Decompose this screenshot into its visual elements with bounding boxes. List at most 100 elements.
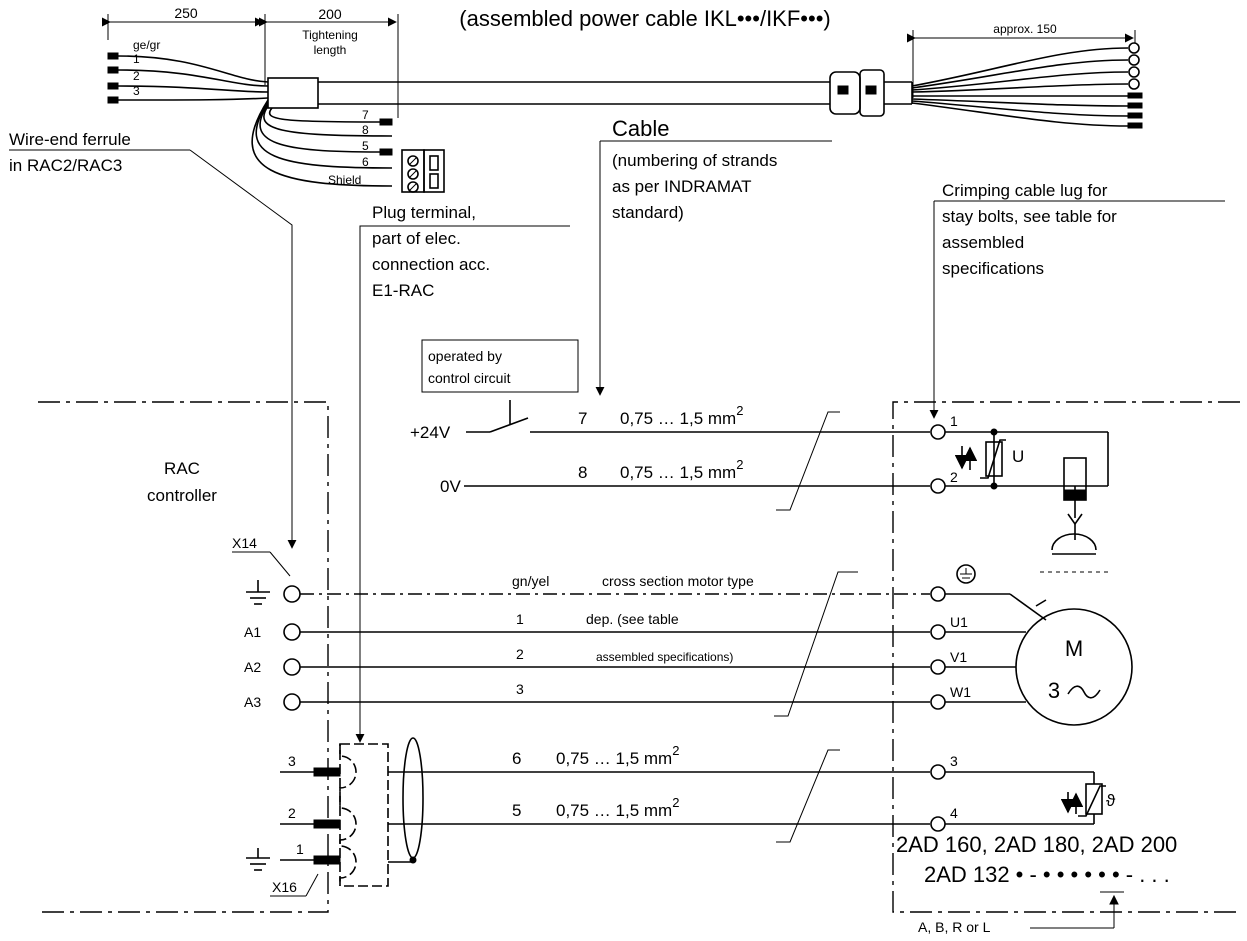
terminal-a1-label: A1 xyxy=(244,624,261,640)
terminal-w1 xyxy=(930,694,946,710)
strand-shield-label: Shield xyxy=(328,173,361,187)
variant-label: A, B, R or L xyxy=(918,919,991,935)
terminal-u1-label: U1 xyxy=(950,614,968,630)
x16-pin-3-label: 3 xyxy=(288,753,296,769)
terminal-4-label: 4 xyxy=(950,805,958,821)
controller-name-line2: controller xyxy=(147,486,217,505)
rac-controller: RAC controller X14 A1 A2 A3 3 2 1 xyxy=(38,401,389,913)
x16-label: X16 xyxy=(272,879,297,895)
tightening-label: Tightening xyxy=(302,28,358,42)
terminal-pe xyxy=(283,585,301,603)
cable-label-line3: as per INDRAMAT xyxy=(612,177,752,196)
strand-8-label: 8 xyxy=(362,123,369,137)
cable-label-line4: standard) xyxy=(612,203,684,222)
terminal-a1 xyxy=(283,623,301,641)
lower-strands: 7 8 5 6 Shield xyxy=(251,99,393,187)
wire-3-label: 3 xyxy=(516,681,524,697)
annotations: Wire-end ferrule in RAC2/RAC3 Cable (num… xyxy=(9,116,1225,743)
ferrule-label-line2: in RAC2/RAC3 xyxy=(9,156,122,175)
thermistor-label: ϑ xyxy=(1106,791,1116,810)
tightening-length-label: length xyxy=(314,43,347,57)
strand-5-label: 5 xyxy=(362,139,369,153)
right-strands xyxy=(911,42,1143,129)
wire-1-label: 1 xyxy=(516,611,524,627)
dimension-200: 200 xyxy=(318,6,342,22)
x16-pin-1-label: 1 xyxy=(296,841,304,857)
wire-2-label: 2 xyxy=(516,646,524,662)
wire-gnyel-label: gn/yel xyxy=(512,573,549,589)
wire-6-spec: 0,75 … 1,5 mm2 xyxy=(556,743,679,768)
x16-pin-2-label: 2 xyxy=(288,805,296,821)
strand-3-label: 3 xyxy=(133,84,140,98)
x14-label: X14 xyxy=(232,535,257,551)
dimension-250: 250 xyxy=(174,5,198,21)
cable-label-line1: Cable xyxy=(612,116,669,141)
plug-label-line1: Plug terminal, xyxy=(372,203,476,222)
wire-7-spec: 0,75 … 1,5 mm2 xyxy=(620,403,743,428)
motor-icon: M 3 xyxy=(1015,608,1133,726)
strand-7-label: 7 xyxy=(362,108,369,122)
diagram-title: (assembled power cable IKL•••/IKF•••) xyxy=(459,6,830,31)
motor-three-label: 3 xyxy=(1048,678,1060,703)
left-strands: ge/gr 1 2 3 xyxy=(107,38,269,104)
plug-label-line4: E1-RAC xyxy=(372,281,434,300)
strand-ge-gr-label: ge/gr xyxy=(133,38,160,52)
motor-types-line2: 2AD 132• - • • • • • • - . . . xyxy=(924,862,1170,887)
terminal-1-label: 1 xyxy=(950,413,958,429)
crimp-label-line3: assembled xyxy=(942,233,1024,252)
operated-by-box xyxy=(421,339,579,393)
wiring: +24V 7 0,75 … 1,5 mm2 0V 8 0,75 … 1,5 mm… xyxy=(300,400,930,864)
terminal-a3 xyxy=(283,693,301,711)
cable-label-line2: (numbering of strands xyxy=(612,151,777,170)
plug-label-line3: connection acc. xyxy=(372,255,490,274)
terminal-1 xyxy=(930,424,946,440)
zero-volt-label: 0V xyxy=(440,477,461,496)
assembled-specs-label: assembled specifications) xyxy=(596,650,733,664)
terminal-a2 xyxy=(283,658,301,676)
cable-drawing: 250 200 Tightening length (assembled pow… xyxy=(101,5,1143,193)
wire-5-spec: 0,75 … 1,5 mm2 xyxy=(556,795,679,820)
motor-unit: 1 2 U xyxy=(892,401,1240,935)
wire-5-label: 5 xyxy=(512,801,521,820)
shield-symbol xyxy=(388,737,424,864)
wire-6-label: 6 xyxy=(512,749,521,768)
dimension-approx-150: approx. 150 xyxy=(993,22,1057,36)
cable-gland xyxy=(829,69,913,117)
terminal-3 xyxy=(930,764,946,780)
crimp-label-line1: Crimping cable lug for xyxy=(942,181,1108,200)
terminal-pe-motor xyxy=(930,586,946,602)
plug-connector-x16 xyxy=(339,743,389,887)
terminal-u1 xyxy=(930,624,946,640)
motor-m-label: M xyxy=(1065,636,1083,661)
strand-2-label: 2 xyxy=(133,69,140,83)
crimp-label-line2: stay bolts, see table for xyxy=(942,207,1117,226)
cable-sheath-end xyxy=(267,77,319,109)
motor-types-line1: 2AD 160, 2AD 180, 2AD 200 xyxy=(896,832,1177,857)
ferrule-label-line1: Wire-end ferrule xyxy=(9,130,131,149)
plus24v-label: +24V xyxy=(410,423,451,442)
terminal-v1 xyxy=(930,659,946,675)
crimp-label-line4: specifications xyxy=(942,259,1044,278)
strand-6-label: 6 xyxy=(362,155,369,169)
operated-label-line2: control circuit xyxy=(428,370,511,386)
plug-terminal-icon xyxy=(401,149,445,193)
terminal-3-label: 3 xyxy=(950,753,958,769)
varistor-icon: U xyxy=(980,428,1024,490)
varistor-label: U xyxy=(1012,447,1024,466)
flux-arrows-brake xyxy=(954,446,978,470)
ground-symbol-x16 xyxy=(246,848,270,871)
wire-8-label: 8 xyxy=(578,463,587,482)
strand-1-label: 1 xyxy=(133,52,140,66)
controller-name-line1: RAC xyxy=(164,459,200,478)
wire-7-label: 7 xyxy=(578,409,587,428)
plug-label-line2: part of elec. xyxy=(372,229,461,248)
terminal-2-label: 2 xyxy=(950,469,958,485)
wire-8-spec: 0,75 … 1,5 mm2 xyxy=(620,457,743,482)
terminal-2 xyxy=(930,478,946,494)
ground-circle-icon xyxy=(956,564,976,584)
terminal-4 xyxy=(930,816,946,832)
thermistor-icon: ϑ xyxy=(1060,772,1116,824)
brake-icon xyxy=(1040,457,1110,573)
dep-label: dep. (see table xyxy=(586,611,679,627)
